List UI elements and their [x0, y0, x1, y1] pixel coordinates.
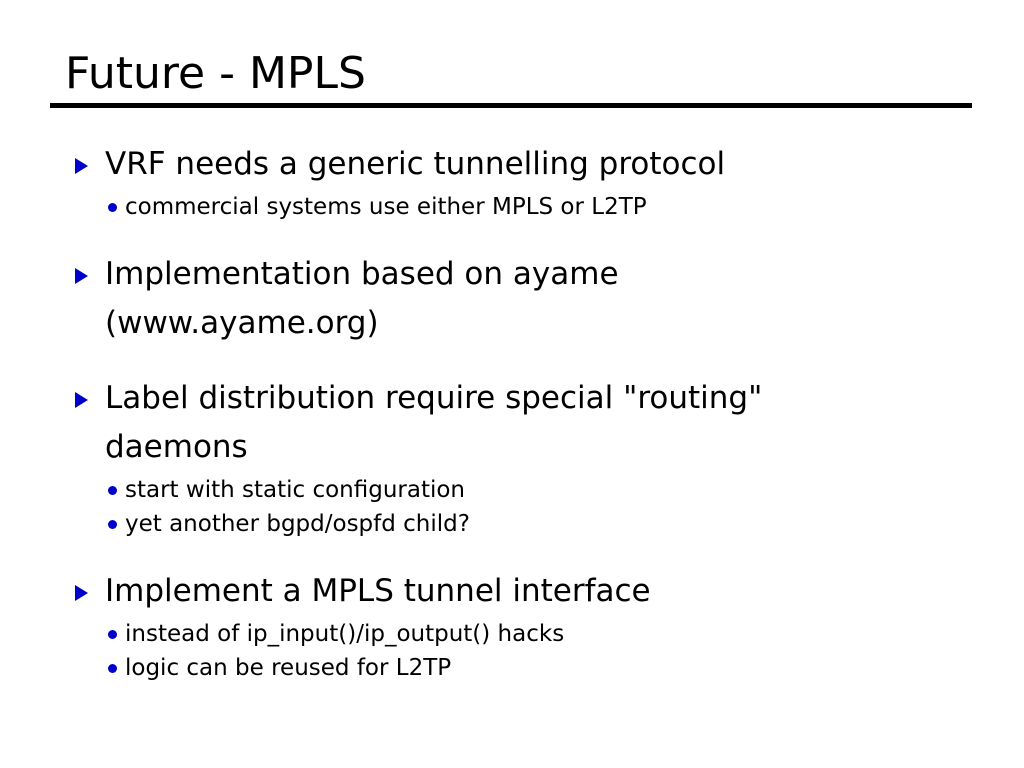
bullet-item-level2: start with static configuration: [0, 473, 1024, 507]
bullet-level1-label: Label distribution require special "rout…: [105, 380, 763, 465]
bullet-level2-label: logic can be reused for L2TP: [125, 655, 452, 681]
bullet-level2-label: start with static configuration: [125, 477, 466, 503]
sub-bullet-list: start with static configuration yet anot…: [0, 473, 1024, 541]
bullet-item-level2: logic can be reused for L2TP: [0, 651, 1024, 685]
bullet-item-level2: commercial systems use either MPLS or L2…: [0, 190, 1024, 224]
dot-bullet-icon: [108, 664, 117, 673]
sub-bullet-list: instead of ip_input()/ip_output() hacks …: [0, 617, 1024, 685]
triangle-right-icon: [75, 392, 88, 408]
triangle-right-icon: [75, 158, 88, 174]
dot-bullet-icon: [108, 630, 117, 639]
bullet-item-level2: instead of ip_input()/ip_output() hacks: [0, 617, 1024, 651]
bullet-level1-label: Implementation based on ayame (www.ayame…: [105, 256, 619, 341]
bullet-item-level1: Implementation based on ayame (www.ayame…: [0, 250, 1024, 348]
slide-title-block: Future - MPLS: [50, 48, 972, 108]
dot-bullet-icon: [108, 203, 117, 212]
bullet-group: VRF needs a generic tunnelling protocol …: [0, 140, 1024, 224]
bullet-level1-label: Implement a MPLS tunnel interface: [105, 573, 651, 609]
bullet-group: Label distribution require special "rout…: [0, 374, 1024, 541]
bullet-level1-label: VRF needs a generic tunnelling protocol: [105, 146, 726, 182]
bullet-group: Implementation based on ayame (www.ayame…: [0, 250, 1024, 348]
bullet-level2-label: commercial systems use either MPLS or L2…: [125, 194, 647, 220]
dot-bullet-icon: [108, 486, 117, 495]
bullet-group: Implement a MPLS tunnel interface instea…: [0, 567, 1024, 685]
triangle-right-icon: [75, 585, 88, 601]
bullet-level2-label: instead of ip_input()/ip_output() hacks: [125, 621, 565, 647]
slide-body: VRF needs a generic tunnelling protocol …: [0, 140, 1024, 685]
bullet-level2-label: yet another bgpd/ospfd child?: [125, 511, 470, 537]
dot-bullet-icon: [108, 520, 117, 529]
title-underline-rule: [50, 103, 972, 108]
bullet-item-level1: Implement a MPLS tunnel interface: [0, 567, 1024, 616]
bullet-item-level1: VRF needs a generic tunnelling protocol: [0, 140, 1024, 189]
bullet-item-level1: Label distribution require special "rout…: [0, 374, 1024, 472]
bullet-item-level2: yet another bgpd/ospfd child?: [0, 507, 1024, 541]
triangle-right-icon: [75, 268, 88, 284]
page-title: Future - MPLS: [65, 48, 366, 99]
sub-bullet-list: commercial systems use either MPLS or L2…: [0, 190, 1024, 224]
